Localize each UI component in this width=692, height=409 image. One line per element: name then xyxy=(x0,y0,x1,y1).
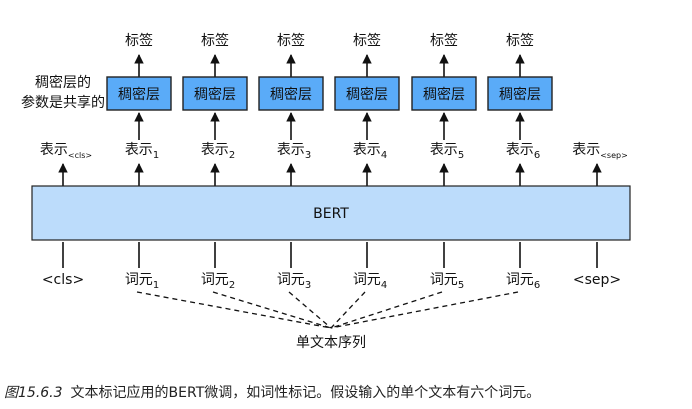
representation-label: 表示2 xyxy=(201,142,235,161)
input-token-label: 词元2 xyxy=(201,272,235,291)
caption-number: 图15.6.3 xyxy=(4,385,63,401)
figure-caption: 图15.6.3 文本标记应用的BERT微调，如词性标记。假设输入的单个文本有六个词… xyxy=(4,382,540,402)
tag-label: 标签 xyxy=(430,32,458,49)
dense-layer-label: 稠密层 xyxy=(346,86,388,103)
representation-label: 表示<cls> xyxy=(40,142,92,160)
dense-layer-label: 稠密层 xyxy=(423,86,465,103)
input-token-label: <sep> xyxy=(573,272,621,288)
sequence-dashed-connector xyxy=(136,291,332,329)
tag-label: 标签 xyxy=(353,32,381,49)
input-token-label: 词元1 xyxy=(125,272,159,291)
tag-label: 标签 xyxy=(125,32,153,49)
representation-label: 表示6 xyxy=(506,142,540,161)
caption-text: 文本标记应用的BERT微调，如词性标记。假设输入的单个文本有六个词元。 xyxy=(70,385,541,401)
dense-layer-label: 稠密层 xyxy=(499,86,541,103)
sequence-dashed-connector xyxy=(288,291,332,329)
input-token-label: 词元5 xyxy=(430,272,464,291)
shared-params-note: 参数是共享的 xyxy=(21,94,105,111)
input-token-label: 词元4 xyxy=(353,272,387,291)
dense-layer-box xyxy=(334,76,400,111)
representation-label: 表示3 xyxy=(277,142,311,161)
bert-label: BERT xyxy=(313,206,349,222)
dense-layer-label: 稠密层 xyxy=(118,86,160,103)
tag-label: 标签 xyxy=(201,32,229,49)
sequence-dashed-connector xyxy=(330,291,366,329)
input-token-label: 词元6 xyxy=(506,272,540,291)
bert-block xyxy=(31,185,631,241)
representation-label: 表示1 xyxy=(125,142,159,161)
shared-params-note: 稠密层的 xyxy=(35,74,91,91)
tag-label: 标签 xyxy=(277,32,305,49)
dense-layer-box xyxy=(258,76,324,111)
sequence-dashed-connector xyxy=(212,291,332,329)
sequence-dashed-connector xyxy=(330,291,443,329)
dense-layer-label: 稠密层 xyxy=(270,86,312,103)
representation-label: 表示4 xyxy=(353,142,387,161)
input-token-label: <cls> xyxy=(42,272,84,288)
dense-layer-box xyxy=(182,76,248,111)
dense-layer-label: 稠密层 xyxy=(194,86,236,103)
representation-label: 表示5 xyxy=(430,142,464,161)
sequence-dashed-connector xyxy=(330,291,519,329)
input-token-label: 词元3 xyxy=(277,272,311,291)
tag-label: 标签 xyxy=(506,32,534,49)
representation-label: 表示<sep> xyxy=(572,142,628,160)
dense-layer-box xyxy=(106,76,172,111)
sequence-label: 单文本序列 xyxy=(296,335,366,351)
dense-layer-box xyxy=(411,76,477,111)
dense-layer-box xyxy=(487,76,553,111)
